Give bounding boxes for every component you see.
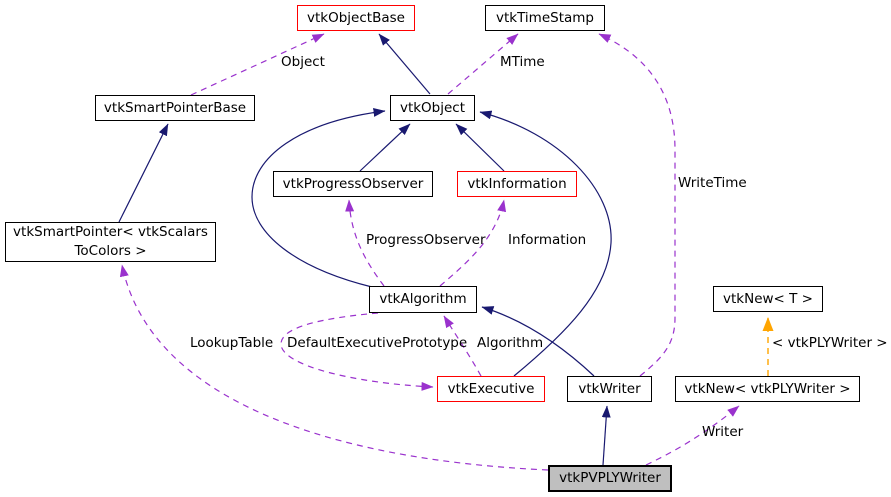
node-vtkSmartPointerBase-label: vtkSmartPointerBase (103, 99, 247, 116)
node-vtkNew-T-label: vtkNew< T > (723, 290, 813, 307)
node-vtkTimeStamp-label: vtkTimeStamp (496, 9, 594, 26)
edge-label-writetime: WriteTime (678, 175, 747, 191)
node-vtkTimeStamp[interactable]: vtkTimeStamp (485, 5, 605, 31)
edge-usage-vtkExecutive-to-vtkAlgorithm-algorithm (443, 315, 482, 377)
node-vtkInformation-label: vtkInformation (467, 175, 567, 192)
edge-inherit-vtkSmartPointer-to-vtkSmartPointerBase (118, 123, 169, 223)
edge-usage-vtkSmartPointerBase-to-vtkObjectBase-object (190, 33, 325, 96)
edge-inherit-vtkAlgorithm-to-vtkObject (251, 107, 386, 288)
edge-inherit-vtkPVPLYWriter-to-vtkWriter (601, 405, 611, 466)
edge-label-mtime: MTime (500, 54, 545, 70)
node-vtkObject-label: vtkObject (399, 99, 466, 116)
node-vtkWriter-label: vtkWriter (578, 380, 641, 397)
edge-inherit-vtkObject-to-vtkObjectBase (378, 33, 431, 95)
node-vtkExecutive-label: vtkExecutive (447, 380, 535, 397)
node-vtkPVPLYWriter[interactable]: vtkPVPLYWriter (548, 465, 672, 492)
node-vtkObjectBase-label: vtkObjectBase (307, 9, 405, 26)
node-vtkAlgorithm-label: vtkAlgorithm (379, 291, 467, 308)
node-vtkObjectBase[interactable]: vtkObjectBase (297, 5, 415, 31)
edge-usage-vtkWriter-to-vtkTimeStamp-writetime (598, 33, 676, 377)
edge-inherit-vtkWriter-to-vtkAlgorithm (481, 306, 595, 377)
node-vtkInformation[interactable]: vtkInformation (457, 171, 577, 197)
node-vtkAlgorithm[interactable]: vtkAlgorithm (369, 286, 477, 313)
edge-label-writer: Writer (702, 424, 744, 440)
node-vtkProgressObserver[interactable]: vtkProgressObserver (273, 171, 433, 197)
edge-label-lookup-table: LookupTable (190, 335, 274, 351)
edge-label-default-executive-prototype: DefaultExecutivePrototype (287, 335, 468, 351)
edge-inherit-vtkInformation-to-vtkObject (455, 123, 505, 172)
node-vtkSmartPointer-vtkScalarsToColors[interactable]: vtkSmartPointer< vtkScalars ToColors > (5, 222, 216, 262)
node-vtkSmartPointerBase[interactable]: vtkSmartPointerBase (95, 95, 255, 121)
edge-label-progress-observer: ProgressObserver (366, 232, 486, 248)
node-vtkNew-vtkPLYWriter[interactable]: vtkNew< vtkPLYWriter > (675, 376, 860, 402)
edge-inherit-vtkProgressObserver-to-vtkObject (359, 123, 411, 172)
edge-inherit-vtkExecutive-to-vtkObject (479, 110, 612, 377)
node-vtkObject[interactable]: vtkObject (390, 95, 475, 121)
edge-usage-vtkAlgorithm-to-vtkProgressObserver (345, 199, 385, 287)
edge-label-template-instance: < vtkPLYWriter > (772, 335, 888, 351)
edge-usage-vtkObject-to-vtkTimeStamp-mtime (447, 33, 519, 95)
node-vtkExecutive[interactable]: vtkExecutive (437, 376, 545, 402)
edge-label-algorithm: Algorithm (477, 335, 544, 351)
node-vtkWriter[interactable]: vtkWriter (567, 376, 652, 402)
edge-usage-vtkPVPLYWriter-to-vtkSmartPointer-lookuptable (119, 264, 549, 471)
node-vtkSmartPointer-vtkScalarsToColors-label: vtkSmartPointer< vtkScalars ToColors > (13, 224, 208, 259)
edge-usage-vtkAlgorithm-to-vtkInformation (439, 199, 507, 287)
node-vtkNew-T[interactable]: vtkNew< T > (713, 286, 823, 312)
node-vtkProgressObserver-label: vtkProgressObserver (282, 175, 424, 192)
edge-label-information: Information (508, 232, 587, 248)
node-vtkNew-vtkPLYWriter-label: vtkNew< vtkPLYWriter > (684, 380, 851, 397)
node-vtkPVPLYWriter-label: vtkPVPLYWriter (559, 470, 661, 487)
edge-usage-vtkPVPLYWriter-to-vtkNewVtkPLYWriter-writer (645, 405, 740, 466)
edge-label-object: Object (281, 54, 325, 70)
